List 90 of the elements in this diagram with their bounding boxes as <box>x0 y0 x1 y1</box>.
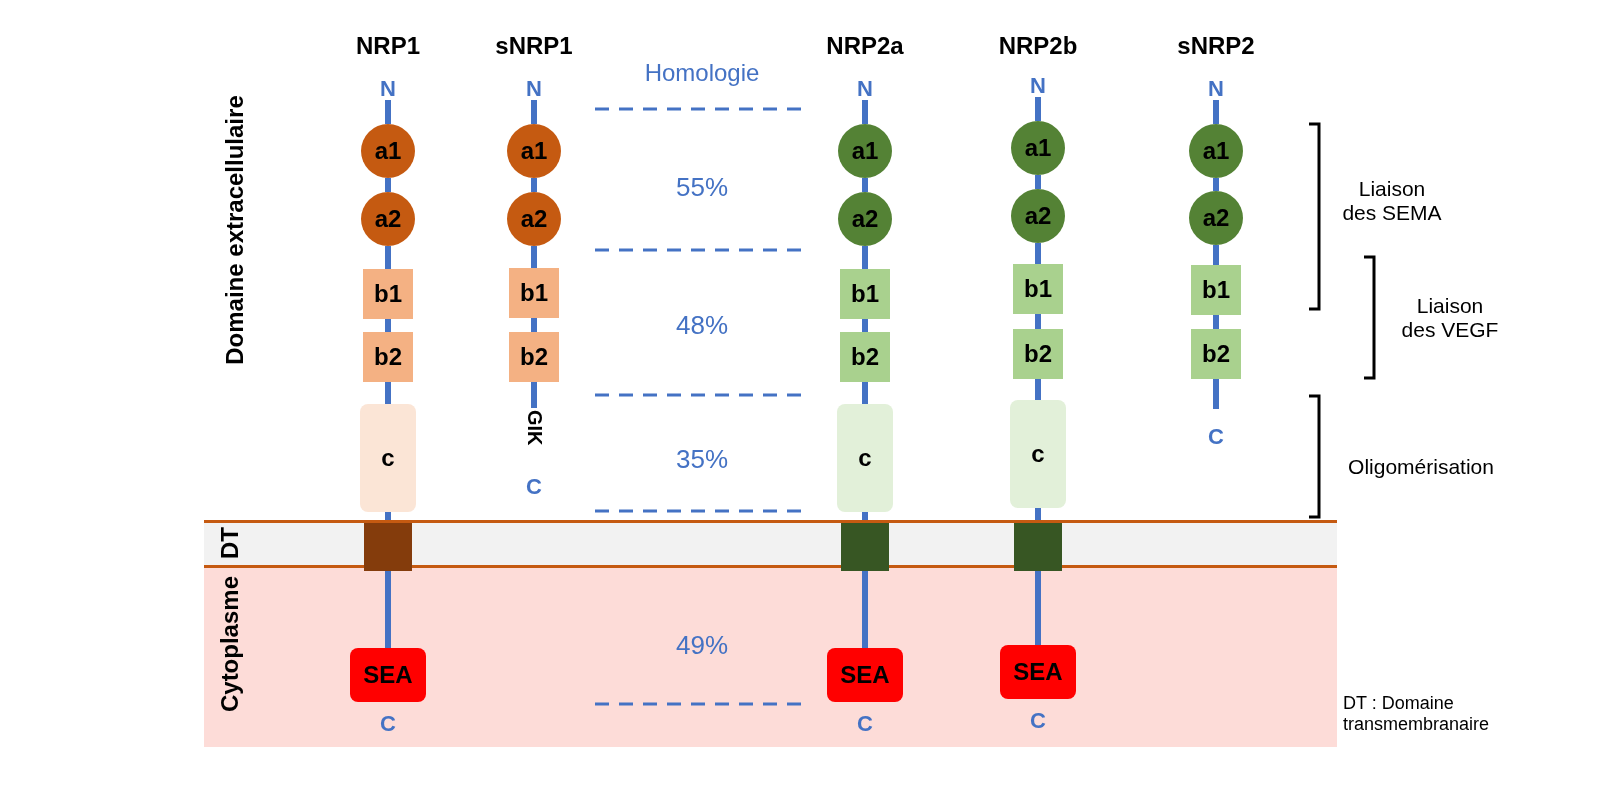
domain-box: b1 <box>1191 265 1241 315</box>
region-label: Cytoplasme <box>215 575 244 712</box>
protein-chain-line <box>531 318 537 332</box>
protein-chain-line <box>1035 175 1041 189</box>
function-label: Oligomérisation <box>1348 455 1494 479</box>
domain-circle: a2 <box>1189 191 1243 245</box>
motif-label: GIK <box>522 408 546 448</box>
protein-chain-line <box>1213 178 1219 191</box>
protein-chain-line <box>531 100 537 124</box>
column-title: NRP2b <box>998 32 1078 60</box>
domain-box: b1 <box>509 268 559 318</box>
percentage-label: 48% <box>676 309 728 341</box>
transmembrane-box <box>1014 523 1062 571</box>
protein-chain-line <box>385 246 391 269</box>
domain-box: SEA <box>350 648 426 702</box>
column-title: sNRP2 <box>1177 32 1255 60</box>
domain-box: b2 <box>840 332 890 382</box>
domain-box: b2 <box>363 332 413 382</box>
protein-chain-line <box>1035 379 1041 400</box>
percentage-label: 55% <box>676 171 728 203</box>
protein-chain-line <box>1035 314 1041 329</box>
domain-box: c <box>837 404 893 512</box>
protein-chain-line <box>862 382 868 404</box>
membrane-band <box>203 520 1337 568</box>
domain-circle: a1 <box>838 124 892 178</box>
domain-box: b2 <box>509 332 559 382</box>
column-title: sNRP1 <box>495 32 573 60</box>
terminus-label: N <box>1205 78 1227 100</box>
footnote: DT : Domaine transmembranaire <box>1343 693 1491 735</box>
domain-box: SEA <box>1000 645 1076 699</box>
protein-chain-line <box>385 319 391 332</box>
protein-chain-line <box>862 100 868 124</box>
protein-chain-line <box>385 382 391 404</box>
domain-box: c <box>1010 400 1066 508</box>
domain-circle: a1 <box>361 124 415 178</box>
percentage-label: 35% <box>676 443 728 475</box>
domain-box: b2 <box>1013 329 1063 379</box>
protein-chain-line <box>1213 379 1219 409</box>
protein-chain-line <box>1035 243 1041 264</box>
region-label: DT <box>215 527 244 559</box>
protein-chain-line <box>1035 97 1041 121</box>
column-title: NRP2a <box>826 32 904 60</box>
function-label: Liaison des SEMA <box>1342 177 1442 225</box>
terminus-label: N <box>854 78 876 100</box>
domain-circle: a2 <box>838 192 892 246</box>
protein-chain-line <box>385 568 391 648</box>
protein-chain-line <box>385 178 391 192</box>
cytoplasm-band <box>203 567 1337 747</box>
domain-box: b2 <box>1191 329 1241 379</box>
domain-box: b1 <box>363 269 413 319</box>
domain-box: b1 <box>1013 264 1063 314</box>
column-title: Homologie <box>644 59 760 87</box>
terminus-label: C <box>1208 424 1224 450</box>
protein-chain-line <box>531 178 537 192</box>
protein-chain-line <box>1213 245 1219 265</box>
domain-circle: a2 <box>361 192 415 246</box>
domain-circle: a1 <box>1011 121 1065 175</box>
protein-chain-line <box>385 512 391 520</box>
domain-circle: a2 <box>507 192 561 246</box>
region-label: Domaine extracellulaire <box>221 95 249 365</box>
terminus-label: C <box>380 711 396 737</box>
terminus-label: N <box>377 78 399 100</box>
domain-box: c <box>360 404 416 512</box>
domain-box: SEA <box>827 648 903 702</box>
protein-chain-line <box>1035 568 1041 645</box>
protein-chain-line <box>862 319 868 332</box>
protein-chain-line <box>862 178 868 192</box>
transmembrane-box <box>841 523 889 571</box>
domain-circle: a1 <box>1189 124 1243 178</box>
transmembrane-box <box>364 523 412 571</box>
protein-chain-line <box>862 568 868 648</box>
protein-chain-line <box>862 246 868 269</box>
column-title: NRP1 <box>356 32 420 60</box>
function-label: Liaison des VEGF <box>1400 294 1500 342</box>
domain-circle: a2 <box>1011 189 1065 243</box>
terminus-label: N <box>523 78 545 100</box>
protein-chain-line <box>531 382 537 408</box>
terminus-label: N <box>1027 75 1049 97</box>
protein-chain-line <box>1035 508 1041 520</box>
domain-circle: a1 <box>507 124 561 178</box>
protein-chain-line <box>862 512 868 520</box>
terminus-label: C <box>1030 708 1046 734</box>
terminus-label: C <box>526 474 542 500</box>
protein-chain-line <box>1213 100 1219 124</box>
protein-chain-line <box>531 246 537 268</box>
percentage-label: 49% <box>676 629 728 661</box>
terminus-label: C <box>857 711 873 737</box>
protein-chain-line <box>1213 315 1219 329</box>
domain-box: b1 <box>840 269 890 319</box>
protein-chain-line <box>385 100 391 124</box>
